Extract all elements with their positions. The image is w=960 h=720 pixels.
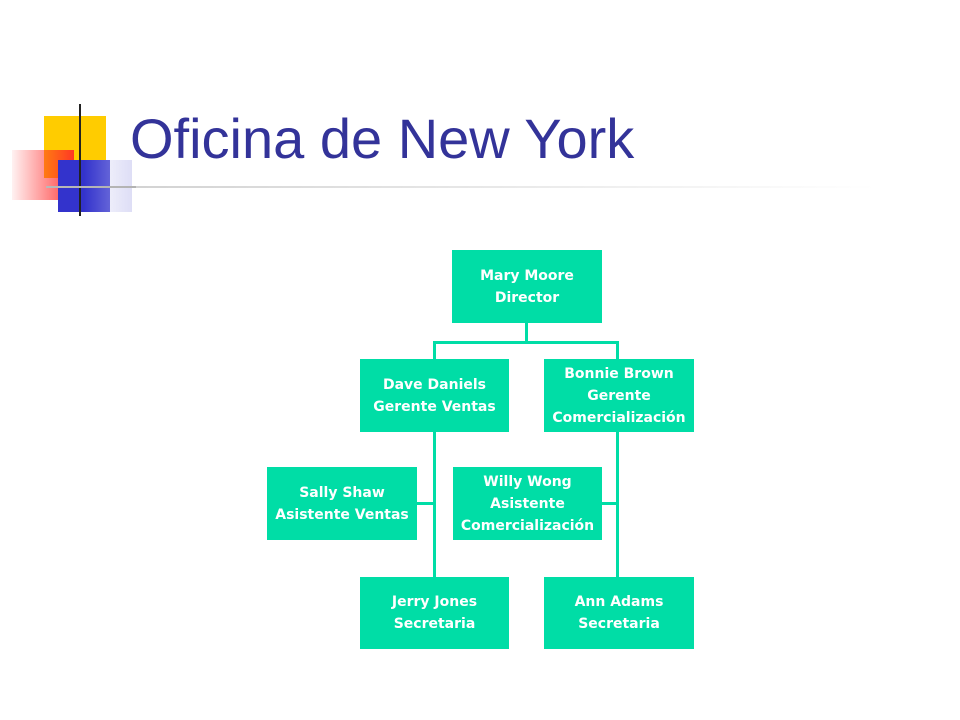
org-node-sales-assistant: Sally Shaw Asistente Ventas [267, 467, 417, 540]
node-role-line2: Comercialización [552, 409, 686, 426]
connector-to-marketing-manager [616, 341, 619, 359]
node-name: Dave Daniels [382, 376, 487, 393]
node-name: Sally Shaw [299, 484, 385, 501]
org-node-director: Mary Moore Director [452, 250, 602, 323]
node-name: Mary Moore [480, 267, 574, 284]
org-node-sales-secretary: Jerry Jones Secretaria [360, 577, 509, 649]
node-role-line1: Asistente [490, 495, 565, 512]
node-role: Secretaria [393, 616, 476, 632]
slide-title: Oficina de New York [130, 107, 635, 170]
connector-to-marketing-assistant [602, 502, 619, 505]
org-node-sales-manager: Dave Daniels Gerente Ventas [360, 359, 509, 432]
node-name: Bonnie Brown [564, 365, 674, 382]
node-name: Ann Adams [574, 594, 664, 610]
logo-vertical-line [79, 104, 81, 216]
node-role-line1: Gerente [587, 387, 651, 404]
org-node-marketing-secretary: Ann Adams Secretaria [544, 577, 694, 649]
org-node-marketing-manager: Bonnie Brown Gerente Comercialización [544, 359, 694, 432]
node-role: Gerente Ventas [373, 398, 496, 415]
org-node-marketing-assistant: Willy Wong Asistente Comercialización [453, 467, 602, 540]
connector-to-sales-assistant [417, 502, 436, 505]
node-role: Secretaria [578, 616, 660, 632]
connector-managers-bar [433, 341, 619, 344]
node-role-line2: Comercialización [460, 517, 595, 534]
connector-director-down [525, 323, 528, 343]
connector-to-sales-manager [433, 341, 436, 359]
node-name: Willy Wong [483, 473, 572, 490]
node-role: Director [494, 289, 560, 306]
node-role: Asistente Ventas [275, 506, 409, 523]
title-underline [46, 186, 876, 188]
node-name: Jerry Jones [391, 594, 478, 610]
